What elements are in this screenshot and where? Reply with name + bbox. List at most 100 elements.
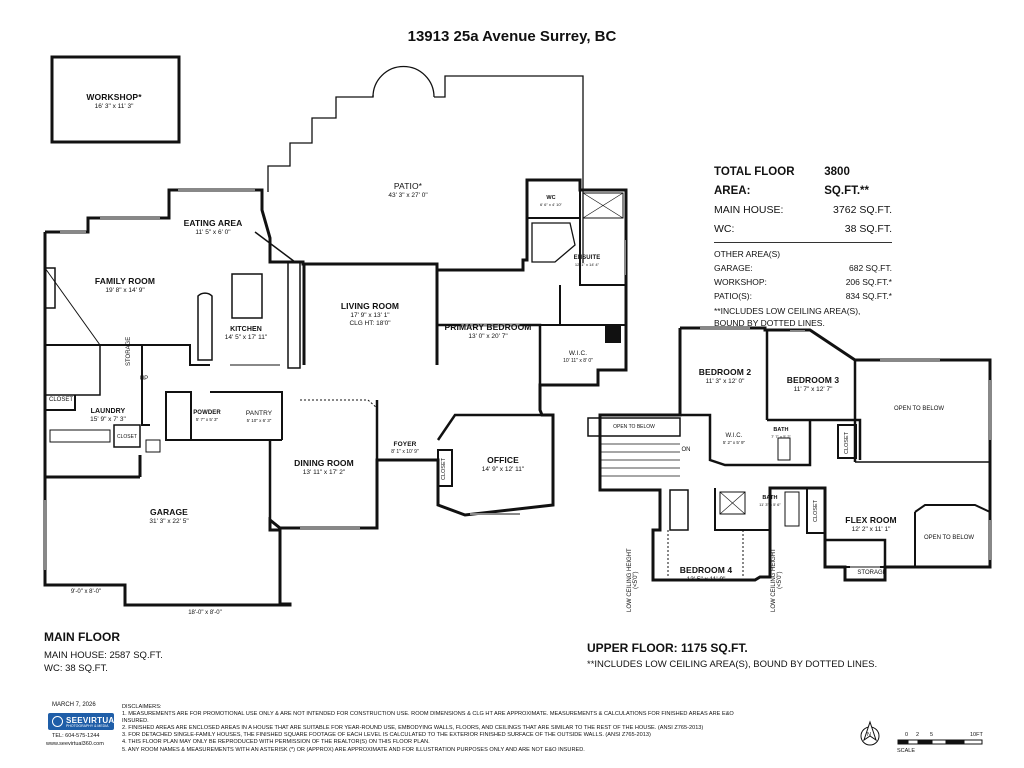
room-patio: PATIO*43' 3" x 27' 0" — [388, 181, 428, 199]
company-logo: SEEVIRTUAL PHOTOGRAPHY & MEDIA — [48, 713, 119, 730]
label-closet-foyer: CLOSET — [441, 457, 447, 480]
scale-tick-0: 0 — [905, 732, 909, 738]
open-to-below-3-wall — [914, 504, 991, 513]
label-low-ceiling-2: LOW CEILING HEIGHT(<5'0") — [771, 548, 783, 612]
label-storage-upper: STORAGE — [857, 570, 887, 576]
label-on: ON — [681, 447, 691, 453]
patio-outline-right — [434, 75, 584, 263]
main-floor-caption: MAIN FLOOR MAIN HOUSE: 2587 SQ.FT. WC: 3… — [44, 630, 163, 675]
area-note: **INCLUDES LOW CEILING AREA(S),BOUND BY … — [714, 306, 861, 328]
wc-row: WC:38 SQ.FT. — [714, 223, 892, 235]
main-house-row: MAIN HOUSE:3762 SQ.FT. — [714, 204, 892, 216]
room-workshop: WORKSHOP*16' 3" x 11' 3" — [86, 92, 142, 110]
upper-floor-title: UPPER FLOOR: 1175 SQ.FT. — [587, 641, 748, 655]
shower — [582, 192, 624, 219]
patio-arc — [372, 65, 435, 98]
dining-dotted — [300, 399, 378, 460]
upper-exterior — [598, 326, 992, 582]
area-divider — [714, 242, 892, 243]
north-label: N — [867, 732, 871, 738]
bathtub-2 — [784, 491, 800, 527]
disclaimers: DISCLAIMERS: 1. MEASUREMENTS ARE FOR PRO… — [122, 704, 734, 753]
patio-outline — [267, 95, 374, 192]
room-wic-upper: W.I.C.5' 2" x 5' 9" — [722, 433, 746, 445]
label-up: UP — [139, 376, 149, 382]
closet-4-outline — [837, 424, 857, 459]
garage-door-1-label: 9'-0" x 8'-0" — [70, 589, 102, 595]
column — [605, 325, 621, 343]
workshop-outline — [50, 55, 181, 144]
company-phone: TEL: 604-575-1244 — [52, 733, 100, 739]
fireplace — [44, 267, 56, 309]
label-closet-upper-1: CLOSET — [844, 431, 850, 454]
main-floor-title: MAIN FLOOR — [44, 630, 120, 644]
upper-floor-caption: UPPER FLOOR: 1175 SQ.FT. **INCLUDES LOW … — [587, 641, 877, 671]
stair-diagonal — [44, 267, 101, 346]
workshop-row: WORKSHOP:206 SQ.FT.* — [714, 277, 892, 287]
label-storage-main: STORAGE — [126, 336, 132, 366]
main-floor-line-2: WC: 38 SQ.FT. — [44, 663, 108, 674]
scale-label: SCALE — [897, 748, 916, 754]
label-open-to-below-1: OPEN TO BELOW — [613, 424, 655, 430]
laundry-counter — [49, 429, 111, 443]
counter-ne — [254, 231, 296, 263]
upper-floor-note: **INCLUDES LOW CEILING AREA(S), BOUND BY… — [587, 659, 878, 670]
open-to-below-1-outline — [587, 417, 681, 437]
wic-top-wall — [559, 285, 626, 326]
north-arrow-icon — [860, 720, 880, 746]
label-closet-main-2: CLOSET — [116, 434, 138, 440]
counter-east — [287, 262, 301, 369]
shower-2 — [719, 491, 746, 515]
other-areas-heading: OTHER AREA(S) — [714, 249, 781, 259]
total-area-row: TOTAL FLOOR AREA:3800 SQ.FT.** — [714, 166, 869, 197]
closet-3-outline — [437, 449, 453, 487]
label-closet-main-1: CLOSET — [48, 397, 74, 403]
scale-tick-1: 2 — [916, 732, 920, 738]
garage-door-2-label: 18'-0" x 8'-0" — [188, 610, 222, 616]
kitchen-wall — [142, 344, 210, 366]
pantry-wall — [210, 391, 283, 440]
peninsula — [197, 292, 213, 361]
scale-tick-2: 5 — [930, 732, 934, 738]
patio-row: PATIO(S):834 SQ.FT.* — [714, 291, 892, 301]
logo-mark-icon — [52, 716, 63, 727]
sink — [145, 439, 161, 453]
closet-wall — [45, 395, 76, 411]
closet-2-outline — [113, 424, 141, 448]
closet-5-outline — [806, 487, 826, 534]
label-closet-upper-2: CLOSET — [813, 499, 819, 522]
kitchen-island — [231, 273, 263, 319]
scale-tick-3: 10FT — [970, 732, 983, 738]
plan-date: MARCH 7, 2026 — [52, 702, 96, 708]
label-open-to-below-3: OPEN TO BELOW — [923, 535, 975, 541]
bathtub — [531, 222, 576, 263]
main-floor-line-1: MAIN HOUSE: 2587 SQ.FT. — [44, 650, 163, 661]
stair-outline — [45, 345, 101, 396]
main-exterior — [43, 178, 628, 607]
room-wic-main: W.I.C.10' 11" x 8' 0" — [563, 350, 593, 364]
scale-bar — [897, 739, 983, 745]
company-website[interactable]: www.seevirtual360.com — [46, 741, 104, 747]
powder-outline — [165, 391, 192, 441]
label-open-to-below-2: OPEN TO BELOW — [893, 406, 945, 412]
garage-row: GARAGE:682 SQ.FT. — [714, 263, 892, 273]
